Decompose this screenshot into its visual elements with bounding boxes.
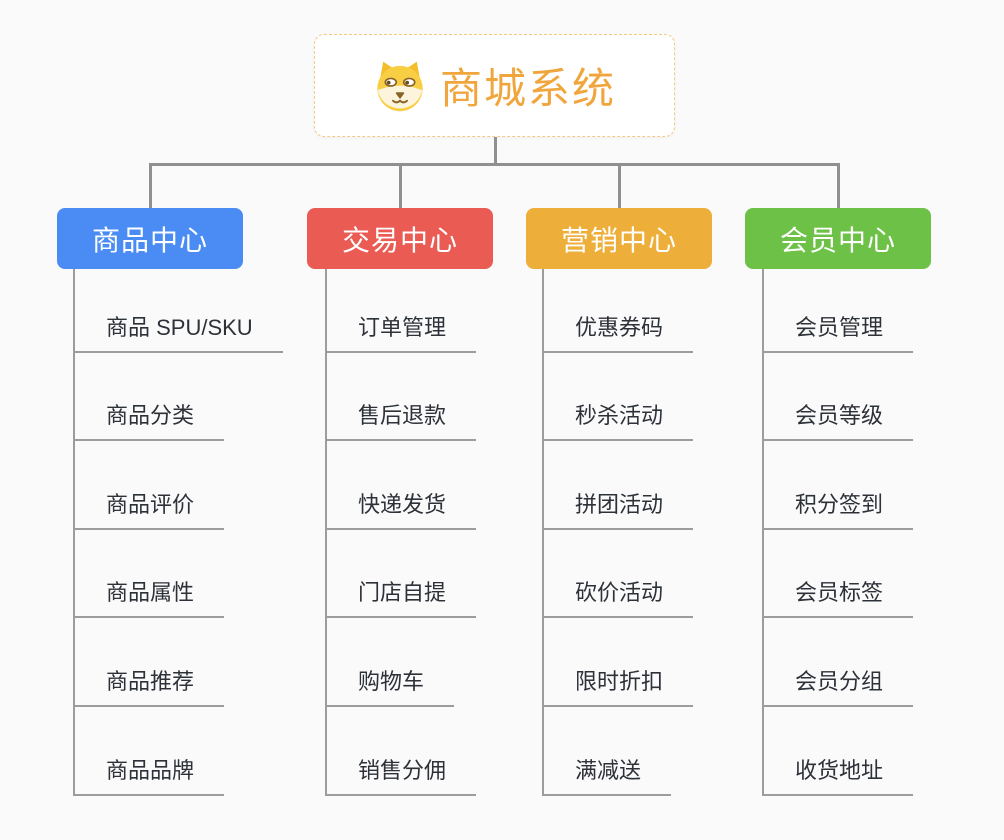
leaf-item[interactable]: 商品品牌 <box>73 707 225 796</box>
leaf-item[interactable]: 商品属性 <box>73 530 225 619</box>
leaf-item[interactable]: 砍价活动 <box>542 530 694 619</box>
leaf-item[interactable]: 快递发货 <box>325 441 477 530</box>
leaf-item[interactable]: 商品分类 <box>73 353 225 442</box>
leaf-item[interactable]: 商品 SPU/SKU <box>73 264 283 353</box>
leaf-item[interactable]: 会员等级 <box>762 353 914 442</box>
connector-drop-member-center <box>836 163 840 208</box>
connector-drop-trade-center <box>398 163 402 208</box>
root-node-mall-system[interactable]: 商城系统 <box>314 34 675 137</box>
leaf-column-marketing-center: 优惠券码秒杀活动拼团活动砍价活动限时折扣满减送 <box>542 264 694 796</box>
doge-icon <box>373 60 427 112</box>
branch-box-member-center[interactable]: 会员中心 <box>745 208 931 269</box>
leaf-item[interactable]: 拼团活动 <box>542 441 694 530</box>
leaf-column-trade-center: 订单管理售后退款快递发货门店自提购物车销售分佣 <box>325 264 477 796</box>
leaf-item[interactable]: 会员管理 <box>762 264 914 353</box>
leaf-item[interactable]: 会员分组 <box>762 618 914 707</box>
connector-drop-product-center <box>148 163 152 208</box>
leaf-item[interactable]: 商品推荐 <box>73 618 225 707</box>
leaf-item[interactable]: 商品评价 <box>73 441 225 530</box>
root-title: 商城系统 <box>439 65 616 112</box>
leaf-item[interactable]: 收货地址 <box>762 707 914 796</box>
leaf-item[interactable]: 积分签到 <box>762 441 914 530</box>
connector-trunk-member-center <box>762 269 764 796</box>
leaf-item[interactable]: 优惠券码 <box>542 264 694 353</box>
leaf-item[interactable]: 订单管理 <box>325 264 477 353</box>
leaf-item[interactable]: 会员标签 <box>762 530 914 619</box>
leaf-item[interactable]: 购物车 <box>325 618 455 707</box>
connector-trunk-product-center <box>73 269 75 796</box>
leaf-item[interactable]: 限时折扣 <box>542 618 694 707</box>
leaf-item[interactable]: 销售分佣 <box>325 707 477 796</box>
leaf-item[interactable]: 门店自提 <box>325 530 477 619</box>
branch-box-product-center[interactable]: 商品中心 <box>57 208 243 269</box>
branch-box-trade-center[interactable]: 交易中心 <box>307 208 493 269</box>
connector-trunk-trade-center <box>325 269 327 796</box>
leaf-item[interactable]: 满减送 <box>542 707 672 796</box>
leaf-item[interactable]: 售后退款 <box>325 353 477 442</box>
branch-box-marketing-center[interactable]: 营销中心 <box>526 208 712 269</box>
leaf-column-member-center: 会员管理会员等级积分签到会员标签会员分组收货地址 <box>762 264 914 796</box>
connector-rail <box>148 163 840 166</box>
connector-drop-marketing-center <box>617 163 621 208</box>
leaf-item[interactable]: 秒杀活动 <box>542 353 694 442</box>
connector-root-stem <box>493 137 497 166</box>
connector-trunk-marketing-center <box>542 269 544 796</box>
